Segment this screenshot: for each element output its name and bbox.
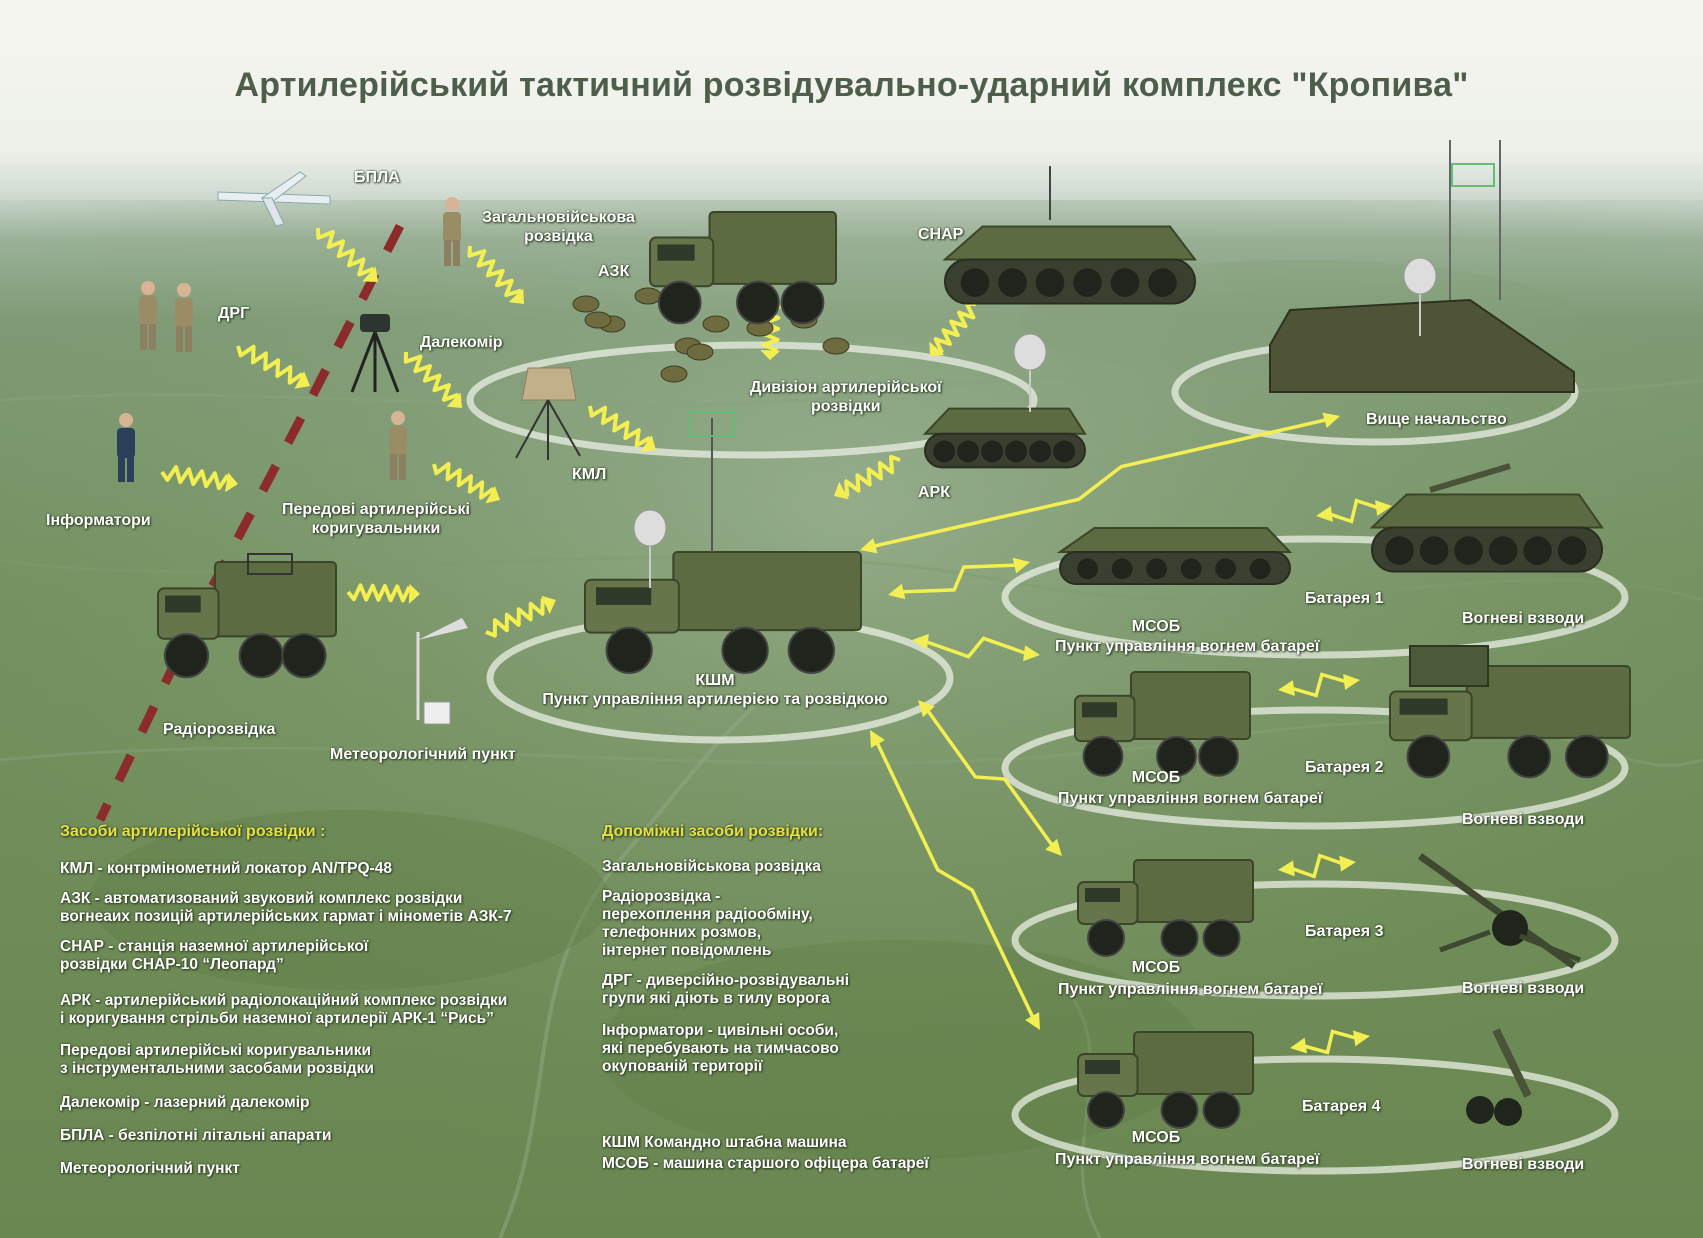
label-battery-3: Батарея 3 xyxy=(1305,923,1384,940)
page-title: Артилерійський тактичний розвідувально-у… xyxy=(234,66,1469,104)
legend-left-item-2: СНАР - станція наземної артилерійської р… xyxy=(60,938,369,973)
label-battery-4: Батарея 4 xyxy=(1302,1098,1381,1115)
label-ark: АРК xyxy=(918,484,950,501)
label-drg: ДРГ xyxy=(218,305,250,322)
legend-left-item-3: АРК - артилерійський радіолокаційний ком… xyxy=(60,992,508,1027)
label-vyshche: Вище начальство xyxy=(1366,411,1507,428)
legend-left-item-5: Далекомір - лазерний далекомір xyxy=(60,1094,310,1111)
legend-left-item-1: АЗК - автоматизований звуковий комплекс … xyxy=(60,890,512,925)
legend-left-item-4: Передові артилерійські коригувальники з … xyxy=(60,1042,374,1077)
legend-right-item-2: ДРГ - диверсійно-розвідувальні групи які… xyxy=(602,972,850,1007)
label-peredovi: Передові артилерійські коригувальники xyxy=(282,501,470,537)
label-dalekomir: Далекомір xyxy=(420,334,503,351)
label-msob-4: МСОБ xyxy=(1131,1129,1181,1146)
legend-right-heading: Допоміжні засоби розвідки: xyxy=(602,823,824,840)
label-radiorozvidka: Радіорозвідка xyxy=(163,721,276,738)
label-vognevi-4: Вогневі взводи xyxy=(1462,1156,1585,1173)
legend-left-item-6: БПЛА - безпілотні літальні апарати xyxy=(60,1127,332,1144)
legend-left-item-7: Метеорологічний пункт xyxy=(60,1160,240,1177)
legend-left-item-0: КМЛ - контрмінометний локатор AN/TPQ-48 xyxy=(60,860,392,877)
label-msob-sub-1: Пункт управління вогнем батареї xyxy=(1055,638,1320,655)
label-msob-sub-3: Пункт управління вогнем батареї xyxy=(1058,981,1323,998)
label-kml: КМЛ xyxy=(572,466,607,483)
label-ksm-sub: Пункт управління артилерією та розвідкою xyxy=(542,691,888,708)
legend-right-item-5: МСОБ - машина старшого офіцера батареї xyxy=(602,1155,929,1172)
label-msob-1: МСОБ xyxy=(1131,618,1181,635)
label-informatory: Інформатори xyxy=(46,512,151,529)
label-msob-sub-4: Пункт управління вогнем батареї xyxy=(1055,1151,1320,1168)
label-azk: АЗК xyxy=(598,263,630,280)
label-msob-sub-2: Пункт управління вогнем батареї xyxy=(1058,790,1323,807)
label-vognevi-1: Вогневі взводи xyxy=(1462,610,1585,627)
legend-right-item-1: Радіорозвідка - перехоплення радіообміну… xyxy=(602,888,813,959)
label-snar: СНАР xyxy=(918,226,964,243)
label-zagal: Загальновійськова розвідка xyxy=(482,209,635,245)
label-ksm: КШМ xyxy=(695,672,735,689)
label-vognevi-2: Вогневі взводи xyxy=(1462,811,1585,828)
legend-right-item-3: Інформатори - цивільні особи, які перебу… xyxy=(602,1022,839,1075)
label-meteo: Метеорологічний пункт xyxy=(330,746,516,763)
label-vognevi-3: Вогневі взводи xyxy=(1462,980,1585,997)
legend-right-item-4: КШМ Командно штабна машина xyxy=(602,1134,847,1151)
label-msob-2: МСОБ xyxy=(1131,769,1181,786)
label-msob-3: МСОБ xyxy=(1131,959,1181,976)
legend-left-heading: Засоби артилерійської розвідки : xyxy=(60,823,326,840)
label-divizion: Дивізіон артилерійської розвідки xyxy=(750,379,942,415)
legend-right-item-0: Загальновійськова розвідка xyxy=(602,858,821,875)
label-battery-2: Батарея 2 xyxy=(1305,759,1384,776)
label-battery-1: Батарея 1 xyxy=(1305,590,1384,607)
label-bpla: БПЛА xyxy=(354,169,400,186)
